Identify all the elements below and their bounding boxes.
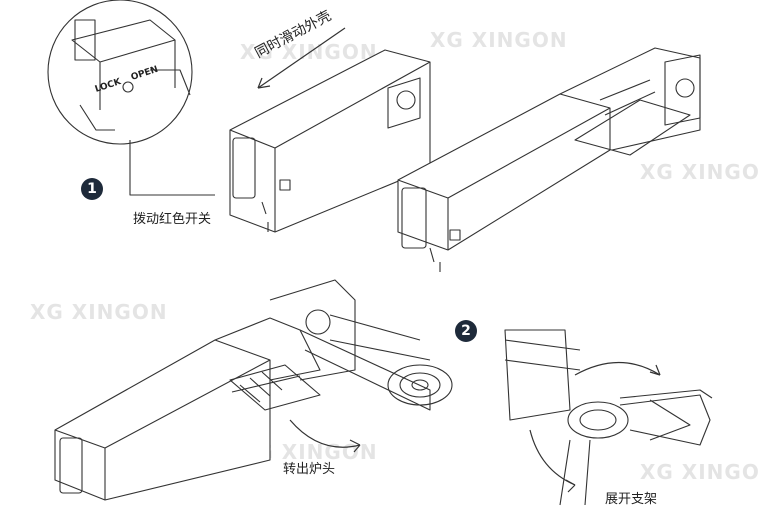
watermark: XG XINGON xyxy=(430,28,568,52)
step-2-caption: 展开支架 xyxy=(605,492,658,507)
watermark: XG XINGON xyxy=(640,460,758,484)
unfold-arrow-lower xyxy=(529,429,576,486)
stove-closed xyxy=(229,49,431,233)
watermark: XG XINGON xyxy=(30,300,168,324)
slide-arrow xyxy=(257,27,346,89)
step-1-caption: 拨动红色开关 xyxy=(133,212,212,227)
callout-leader-line xyxy=(129,140,215,196)
step-1-badge: 1 xyxy=(81,178,103,200)
rotate-caption: 转出炉头 xyxy=(283,462,336,477)
switch-zoom-inset xyxy=(47,0,193,145)
stove-sliding-open xyxy=(397,47,701,272)
step-2-badge: 2 xyxy=(455,320,477,342)
unfold-arrow-upper xyxy=(574,361,661,376)
slide-caption: 同时滑动外壳 xyxy=(252,7,334,61)
rotate-arrow xyxy=(289,419,361,448)
watermark: XG XINGON xyxy=(640,160,758,184)
stove-burner-rotated xyxy=(54,279,453,501)
stove-stand-unfolded xyxy=(504,329,713,506)
watermark: XG XINGON xyxy=(240,40,378,64)
